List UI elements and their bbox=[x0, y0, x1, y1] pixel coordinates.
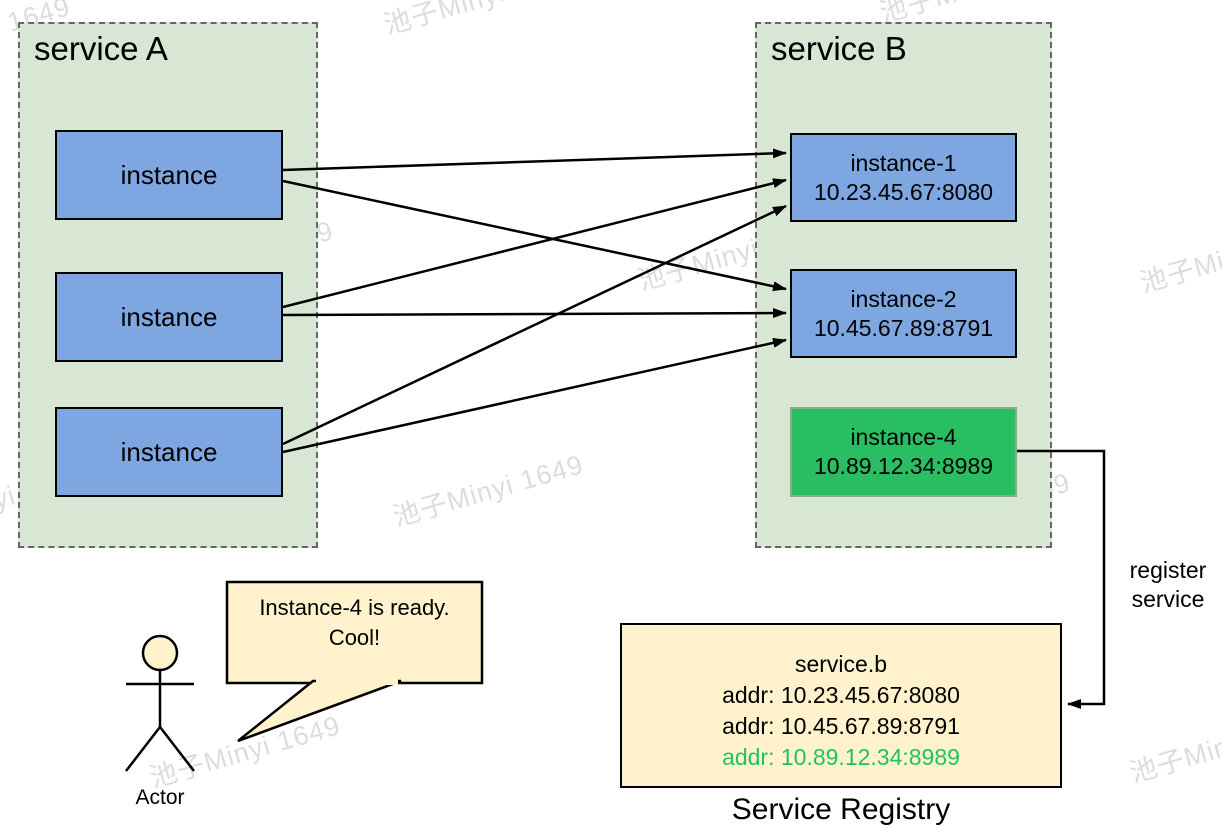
instance-addr: 10.89.12.34:8989 bbox=[813, 453, 994, 479]
service-b-instance-2: instance-2 10.45.67.89:8791 bbox=[790, 269, 1017, 358]
arrow-a2-to-b2 bbox=[282, 308, 787, 319]
registry-service-name: service.b bbox=[794, 651, 888, 677]
registry-content: service.b addr: 10.23.45.67:8080 addr: 1… bbox=[622, 649, 1060, 773]
arrow-a1-to-b2 bbox=[282, 179, 787, 292]
service-a-instance: instance bbox=[55, 272, 283, 362]
speech-line1: Instance-4 is ready. bbox=[259, 595, 450, 620]
instance-name: instance-2 bbox=[850, 285, 957, 312]
service-a-instance: instance bbox=[55, 407, 283, 497]
register-service-label: register service bbox=[1113, 556, 1222, 614]
instance-label: instance bbox=[120, 436, 218, 467]
load-balancing-arrows bbox=[282, 148, 787, 454]
service-a-title: service A bbox=[34, 30, 168, 67]
arrow-a3-to-b1 bbox=[282, 204, 787, 446]
actor-label: Actor bbox=[135, 786, 185, 809]
actor-figure bbox=[125, 634, 195, 772]
service-b-instance-4-new: instance-4 10.89.12.34:8989 bbox=[790, 407, 1017, 497]
watermark: 池子Minyi 1649 bbox=[379, 0, 579, 42]
service-b-title: service B bbox=[771, 30, 907, 67]
speech-bubble-text: Instance-4 is ready. Cool! bbox=[227, 593, 482, 653]
register-label-line1: register bbox=[1129, 557, 1207, 583]
instance-addr: 10.23.45.67:8080 bbox=[813, 178, 994, 205]
instance-label: instance bbox=[120, 301, 218, 332]
arrow-a1-to-b1 bbox=[282, 148, 787, 172]
registry-addr: addr: 10.23.45.67:8080 bbox=[722, 682, 960, 708]
arrow-a2-to-b1 bbox=[282, 178, 787, 309]
registry-addr: addr: 10.45.67.89:8791 bbox=[722, 713, 960, 739]
watermark: 池子Minyi 1649 bbox=[389, 449, 587, 533]
instance-name: instance-4 bbox=[850, 424, 957, 450]
service-registry-box: service.b addr: 10.23.45.67:8080 addr: 1… bbox=[620, 623, 1062, 788]
registry-addr-new: addr: 10.89.12.34:8989 bbox=[722, 744, 960, 770]
register-label-line2: service bbox=[1131, 586, 1205, 612]
watermark: 池子Minyi 1649 bbox=[1136, 215, 1222, 299]
actor-leg-left bbox=[125, 726, 161, 772]
actor-head bbox=[141, 634, 179, 672]
instance-addr: 10.45.67.89:8791 bbox=[813, 314, 994, 341]
service-b-instance-1: instance-1 10.23.45.67:8080 bbox=[790, 133, 1017, 222]
speech-line2: Cool! bbox=[328, 625, 381, 650]
arrow-a3-to-b2 bbox=[282, 337, 787, 454]
instance-name: instance-1 bbox=[850, 149, 957, 176]
instance-label: instance bbox=[120, 159, 218, 190]
actor-leg-right bbox=[159, 726, 195, 772]
service-registry-caption: Service Registry bbox=[731, 793, 951, 826]
watermark: 池子Minyi 1649 bbox=[146, 710, 344, 794]
bubble-tail-joint bbox=[316, 679, 398, 685]
service-a-instance: instance bbox=[55, 130, 283, 220]
watermark: 池子Minyi 1649 bbox=[1126, 705, 1222, 789]
